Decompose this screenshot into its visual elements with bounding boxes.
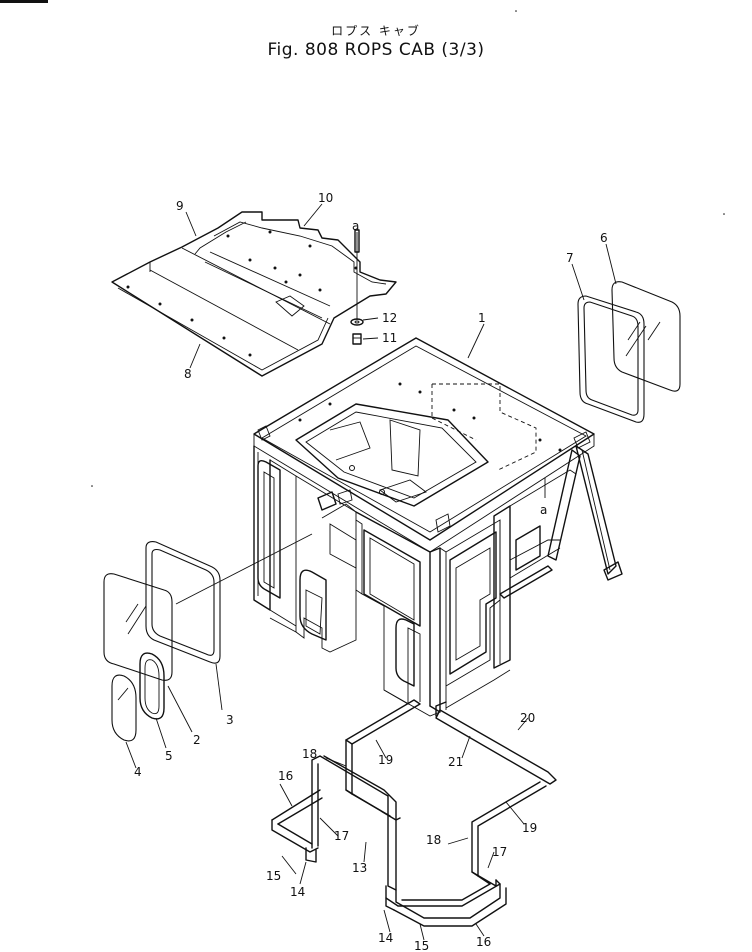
label-7: 7 <box>566 251 574 265</box>
cab-roof-holes <box>298 382 562 495</box>
roof-bolt-holes <box>126 230 358 357</box>
roof-panel-assembly <box>111 211 397 377</box>
label-4: 4 <box>134 765 142 779</box>
label-12: 12 <box>382 311 397 325</box>
label-1: 1 <box>478 311 486 325</box>
corner-bar <box>0 0 48 3</box>
label-9: 9 <box>176 199 184 213</box>
label-2: 2 <box>193 733 201 747</box>
left-window-parts <box>103 533 313 742</box>
label-11: 11 <box>382 331 397 345</box>
label-18b: 18 <box>426 833 441 847</box>
label-14b: 14 <box>378 931 393 945</box>
label-8: 8 <box>184 367 192 381</box>
label-5: 5 <box>165 749 173 763</box>
cab-frame <box>253 337 623 717</box>
label-18a: 18 <box>302 747 317 761</box>
label-16b: 16 <box>476 935 491 949</box>
label-6: 6 <box>600 231 608 245</box>
label-17b: 17 <box>492 845 507 859</box>
label-15a: 15 <box>266 869 281 883</box>
title-japanese: ロプス キャブ <box>331 24 421 38</box>
label-19a: 19 <box>378 753 393 767</box>
figure-title: Fig. 808 ROPS CAB (3/3) <box>267 40 485 60</box>
label-a1: a <box>352 219 359 233</box>
floor-piping <box>271 699 557 927</box>
label-3: 3 <box>226 713 234 727</box>
label-13: 13 <box>352 861 367 875</box>
label-21: 21 <box>448 755 463 769</box>
label-a2: a <box>540 503 547 517</box>
label-17a: 17 <box>334 829 349 843</box>
leader-lines <box>125 203 617 941</box>
label-20: 20 <box>520 711 535 725</box>
part-labels: 1 2 3 4 5 6 7 8 9 10 11 12 13 14 14 15 1… <box>134 191 608 952</box>
bolt-and-washer <box>350 229 379 345</box>
scan-specks <box>91 10 725 487</box>
label-16a: 16 <box>278 769 293 783</box>
label-19b: 19 <box>522 821 537 835</box>
label-14a: 14 <box>290 885 305 899</box>
label-10: 10 <box>318 191 333 205</box>
right-window <box>577 281 681 423</box>
label-15b: 15 <box>414 939 429 952</box>
